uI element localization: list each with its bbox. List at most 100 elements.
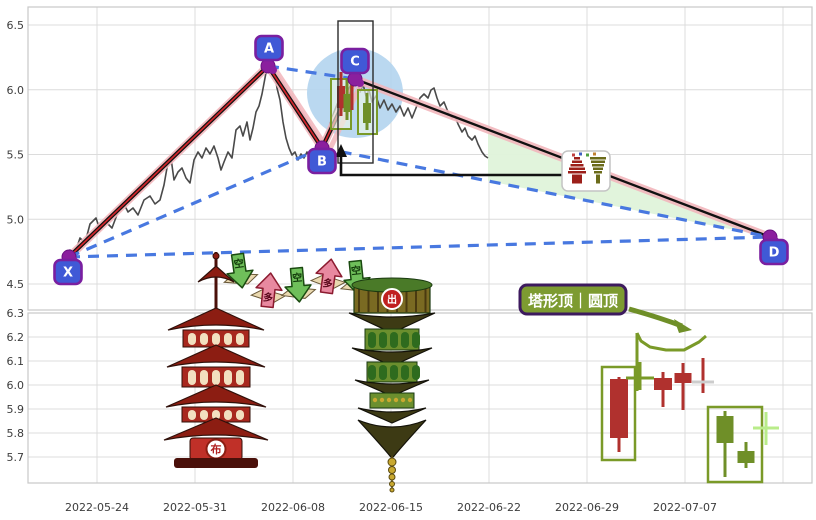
pagoda-bead: [388, 466, 396, 474]
pagoda-bead: [379, 397, 385, 403]
bull-arrow-icon: 多: [309, 258, 347, 295]
pagoda-arch: [224, 410, 232, 420]
pagoda-arch: [212, 410, 220, 420]
point-badge-B: [307, 147, 337, 175]
pagoda-bead: [393, 397, 399, 403]
y-tick-label: 6.0: [7, 379, 25, 392]
y-tick-label: 6.3: [7, 307, 25, 320]
pattern-label-arrow: [628, 306, 683, 329]
candle-body: [674, 373, 692, 383]
down-arrow-icon: [226, 252, 254, 289]
y-tick-label: 6.2: [7, 331, 25, 344]
pattern-box: [706, 405, 764, 484]
trend-core-XA: [68, 65, 269, 258]
pagoda-arch: [368, 332, 376, 348]
red-pagoda-char: 布: [211, 442, 222, 456]
pagoda-arch: [200, 410, 208, 420]
pagoda-arch: [224, 370, 232, 385]
point-badge-C: [340, 47, 370, 75]
pagoda-roof: [163, 417, 269, 441]
y-tick-label: 6.0: [7, 84, 25, 97]
pattern-label-arrowhead-icon: [674, 319, 692, 333]
bear-char: 空: [292, 271, 303, 285]
pagoda-arch: [188, 333, 196, 345]
pagoda-bead: [389, 481, 395, 487]
pagoda-roof: [357, 407, 427, 424]
pagoda-arch: [236, 370, 244, 385]
pagoda-roof: [348, 312, 436, 334]
pattern-label: 塔形顶｜圆顶: [518, 283, 692, 333]
bear-arrow-icon: 空: [280, 266, 317, 303]
pattern-candles-layer: [330, 68, 779, 484]
candle-body: [337, 86, 345, 108]
pagoda-bead: [388, 473, 396, 481]
x-tick-label: 2022-06-29: [555, 501, 619, 514]
x-tick-label: 2022-06-22: [457, 501, 521, 514]
pagoda-arch: [212, 370, 220, 385]
pagoda-finial: [212, 252, 220, 260]
pagoda-bead: [389, 487, 395, 493]
y-tick-label: 6.5: [7, 19, 25, 32]
pagoda-roof: [354, 379, 430, 397]
pagoda-bead: [387, 457, 397, 467]
dashed-line-BD: [321, 146, 771, 239]
top-panel-border: [27, 6, 813, 311]
pagoda-arch: [379, 332, 387, 348]
candle-body: [654, 378, 672, 390]
pagoda-bead: [400, 397, 406, 403]
annotation-arrow-to-b: [339, 151, 566, 177]
gridlines-layer: [27, 6, 813, 484]
y-tick-label: 4.5: [7, 278, 25, 291]
x-tick-label: 2022-07-07: [653, 501, 717, 514]
pagoda-arch: [236, 333, 244, 345]
dashed-line-XB: [68, 146, 323, 259]
pagoda-wall: [369, 392, 415, 409]
pagoda-roof: [165, 384, 267, 408]
axis-ticks-layer: 6.56.05.55.04.56.36.26.16.05.95.85.72022…: [7, 19, 717, 514]
pagoda-bead: [386, 397, 392, 403]
pagoda-arch: [390, 365, 398, 380]
bear-arrow-icon: 空: [223, 252, 259, 289]
point-badge-A: [254, 34, 284, 62]
y-tick-label: 5.5: [7, 149, 25, 162]
y-tick-label: 5.7: [7, 451, 25, 464]
y-tick-label: 6.1: [7, 355, 25, 368]
bull-arrow-icon: 多: [249, 272, 287, 309]
point-marker-blob: [356, 79, 364, 87]
x-tick-label: 2022-06-08: [261, 501, 325, 514]
down-arrow-icon: [284, 266, 312, 303]
candle-body: [363, 103, 371, 123]
mini-pattern-icon-box: [561, 150, 611, 192]
mini-olive-pagoda-icon: [590, 157, 606, 184]
pagoda-cone: [357, 419, 427, 459]
bull-char: 多: [322, 276, 334, 290]
inverted-green-pagoda-illustration: 出: [348, 277, 436, 493]
dashed-line-XD: [68, 235, 771, 259]
point-marker-blob: [269, 66, 277, 74]
pagoda-arch: [368, 365, 376, 380]
pagoda-arch: [200, 333, 208, 345]
pagoda-arch: [412, 332, 420, 348]
illustrations-layer: 塔形顶｜圆顶 空多空多空布出: [163, 20, 692, 493]
badge-label-A: A: [264, 42, 274, 57]
x-tick-label: 2022-06-15: [359, 501, 423, 514]
candle-body: [716, 416, 734, 443]
round-top-curve: [635, 332, 707, 352]
pattern-label-text: 塔形顶｜圆顶: [528, 292, 618, 310]
pagoda-roof: [351, 347, 433, 367]
green-pagoda-char: 出: [387, 293, 397, 306]
badge-label-D: D: [769, 246, 780, 261]
dashed-line-AC: [267, 64, 356, 81]
bull-char: 多: [262, 290, 273, 304]
pagoda-arch: [188, 410, 196, 420]
candle-body: [343, 94, 351, 112]
pagoda-roof: [166, 344, 266, 368]
x-tick-label: 2022-05-24: [65, 501, 129, 514]
point-badge-X: [53, 258, 83, 286]
pagoda-arch: [401, 332, 409, 348]
pagoda-arch: [212, 333, 220, 345]
pagoda-roof: [197, 265, 235, 283]
